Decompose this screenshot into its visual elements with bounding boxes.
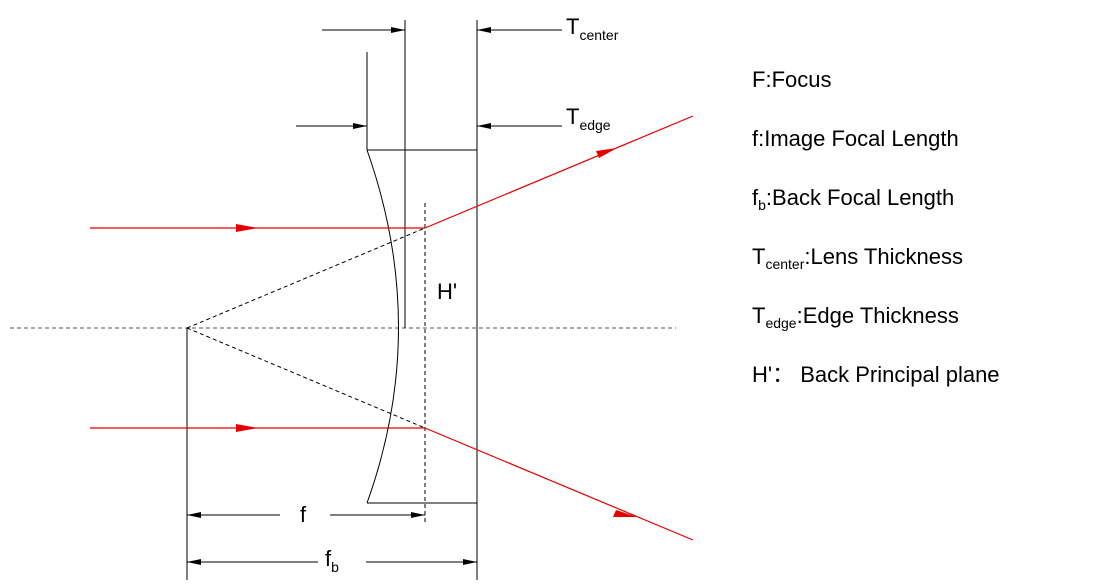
t-center-label: Tcenter bbox=[566, 14, 619, 43]
f-label: f bbox=[300, 502, 307, 527]
t-edge-label: Tedge bbox=[566, 104, 611, 133]
ray-arrow-lower-in bbox=[236, 424, 258, 432]
legend-item-back-principal-plane: H'： Back Principal plane bbox=[752, 362, 1000, 387]
plano-concave-lens bbox=[366, 20, 478, 580]
virtual-ray-lower bbox=[186, 327, 426, 429]
legend-item-image-focal-length: f:Image Focal Length bbox=[752, 126, 959, 151]
legend: F:Focus f:Image Focal Length fb:Back Foc… bbox=[752, 66, 1000, 420]
legend-item-edge-thickness: Tedge:Edge Thickness bbox=[752, 303, 959, 331]
h-prime-label: H' bbox=[437, 279, 457, 304]
virtual-ray-upper bbox=[186, 227, 426, 329]
outgoing-ray-lower bbox=[424, 427, 694, 541]
legend-item-focus: F:Focus bbox=[752, 67, 832, 92]
ray-arrow-lower-out bbox=[613, 510, 637, 517]
legend-item-back-focal-length: fb:Back Focal Length bbox=[752, 185, 955, 213]
outgoing-ray-upper bbox=[424, 115, 694, 229]
legend-item-lens-thickness: Tcenter:Lens Thickness bbox=[752, 244, 963, 272]
ray-arrow-upper-out bbox=[596, 148, 617, 158]
ray-arrow-upper-in bbox=[236, 224, 258, 232]
fb-label: fb bbox=[325, 546, 339, 575]
